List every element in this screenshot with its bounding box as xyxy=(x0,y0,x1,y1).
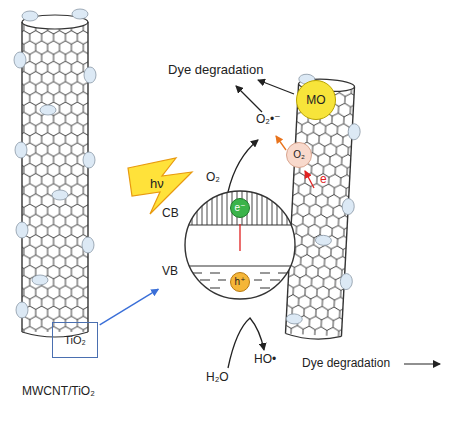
hole: h⁺ xyxy=(230,272,250,292)
tio2-box: TiO₂ xyxy=(52,322,98,358)
nanotube-right xyxy=(285,74,363,341)
molecule-label: H₂O xyxy=(206,370,229,384)
band-label: VB xyxy=(162,264,178,278)
band-label: CB xyxy=(162,206,179,220)
tio2-particle: CB VB e⁻ h⁺ xyxy=(160,188,300,303)
product-label: Dye degradation xyxy=(168,62,263,78)
dye-molecule: MO xyxy=(296,80,336,120)
composite-label: MWCNT/TiO₂ xyxy=(22,384,95,398)
product-label: Dye degradation xyxy=(302,356,390,370)
radical-label: HO• xyxy=(254,352,276,366)
radical-label: O₂•⁻ xyxy=(256,112,281,126)
reaction-arrow xyxy=(236,86,262,112)
electron: e⁻ xyxy=(230,198,250,218)
node-text: TiO₂ xyxy=(64,335,86,346)
node-text: O₂ xyxy=(293,150,305,160)
electron-arrow xyxy=(276,136,286,150)
reaction-arrow xyxy=(228,140,258,192)
nanotube-left xyxy=(14,9,96,337)
node-text: h⁺ xyxy=(235,277,246,287)
molecule-label: O₂ xyxy=(206,170,220,184)
reaction-arrow xyxy=(404,363,440,364)
light-bolt xyxy=(128,158,192,214)
light-label: hν xyxy=(150,176,164,192)
oxygen-molecule: O₂ xyxy=(286,142,312,168)
electron-arrow xyxy=(305,171,314,188)
node-text: MO xyxy=(306,94,325,106)
electron-label: e xyxy=(320,172,327,186)
node-text: e⁻ xyxy=(235,203,246,213)
connector-arrow xyxy=(100,289,159,325)
reaction-arrow xyxy=(258,80,294,94)
